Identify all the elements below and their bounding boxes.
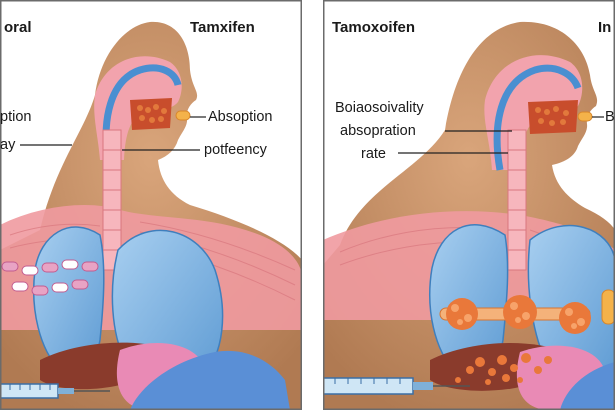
right-drug-title: Tamoxoifen (332, 20, 415, 35)
right-mouth-tissue (528, 100, 578, 134)
right-label-partial: B (605, 110, 615, 125)
left-mouth-tissue (130, 98, 172, 130)
left-drug-title: Tamxifen (190, 20, 255, 35)
right-title-partial: In (598, 20, 611, 35)
left-label-partial-2: ay (0, 138, 15, 153)
left-label-partial-1: ption (0, 110, 31, 125)
right-capsule (602, 290, 615, 324)
right-label-absorption-rate-1: absopration (340, 124, 416, 139)
right-label-bioavailability: Boiaosoivality (335, 101, 424, 116)
right-label-absorption-rate-2: rate (361, 147, 386, 162)
left-panel (0, 0, 302, 410)
left-label-absorption: Absoption (208, 110, 273, 125)
left-capsule (176, 111, 190, 120)
right-capsule-mouth (578, 112, 592, 121)
left-title-partial: oral (4, 20, 32, 35)
right-trachea (508, 130, 526, 270)
right-panel (323, 0, 615, 410)
left-label-potency: potfeency (204, 143, 267, 158)
